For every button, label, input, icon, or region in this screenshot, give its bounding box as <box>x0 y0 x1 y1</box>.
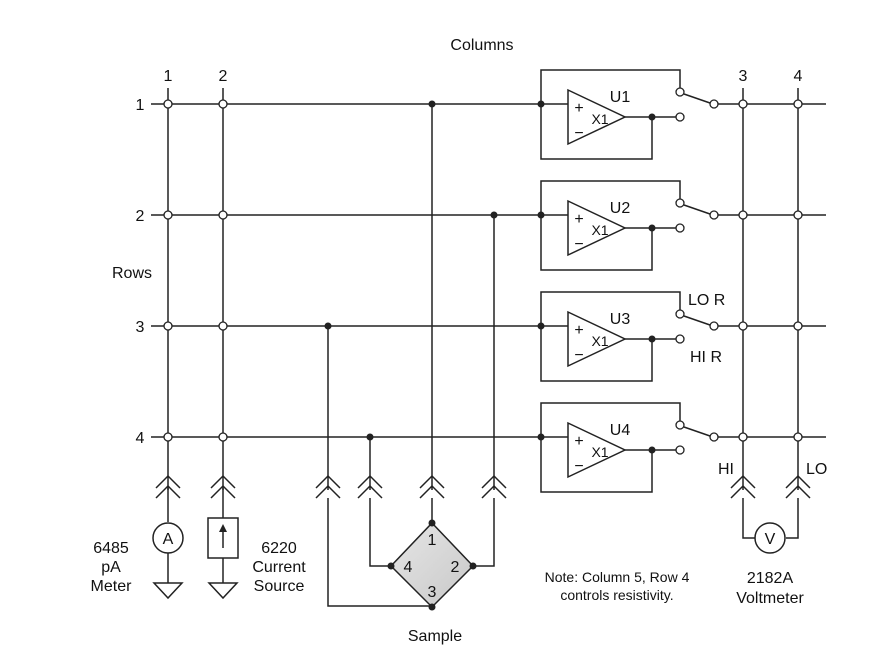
switch-row-3 <box>675 309 719 344</box>
switch-row-4 <box>675 420 719 455</box>
rows-title: Rows <box>112 265 152 282</box>
sample-wires <box>327 104 495 490</box>
current-source-name: Source <box>254 578 305 595</box>
buffer-u4 <box>537 402 681 493</box>
current-source-branch <box>207 488 239 600</box>
sample-label: Sample <box>408 628 462 645</box>
ammeter-symbol: A <box>163 531 174 548</box>
buffer-u3 <box>537 291 681 382</box>
plus-sign-u4: + <box>574 433 583 450</box>
buffer-name-u4: U4 <box>610 422 631 439</box>
buffer-name-u2: U2 <box>610 200 631 217</box>
lo-r-label: LO R <box>688 292 725 309</box>
column-label-4: 4 <box>794 68 803 85</box>
switch-row-1 <box>675 87 719 122</box>
buffer-gain-u3: X1 <box>591 333 608 349</box>
pa-meter-model: 6485 <box>93 540 129 557</box>
buffer-name-u1: U1 <box>610 89 631 106</box>
minus-sign-u4: − <box>574 458 583 475</box>
voltmeter-model: 2182A <box>747 570 794 587</box>
pa-meter-name: Meter <box>91 578 133 595</box>
current-source-type: Current <box>252 559 306 576</box>
row-label-3: 3 <box>136 319 145 336</box>
buffer-gain-u2: X1 <box>591 222 608 238</box>
switch-row-2 <box>675 198 719 233</box>
minus-sign-u2: − <box>574 236 583 253</box>
sample-node-4: 4 <box>404 559 413 576</box>
voltmeter-branch <box>742 498 799 554</box>
column-label-1: 1 <box>164 68 173 85</box>
buffer-u1 <box>537 69 681 160</box>
voltmeter-symbol: V <box>765 531 776 548</box>
row-label-4: 4 <box>136 430 145 447</box>
hi-label: HI <box>718 461 734 478</box>
buffer-gain-u1: X1 <box>591 111 608 127</box>
voltmeter-name: Voltmeter <box>736 590 804 607</box>
sample-node-2: 2 <box>451 559 460 576</box>
columns-title: Columns <box>450 37 513 54</box>
buffer-name-u3: U3 <box>610 311 631 328</box>
sample-node-1: 1 <box>428 532 437 549</box>
current-source-model: 6220 <box>261 540 297 557</box>
minus-sign-u1: − <box>574 125 583 142</box>
column-lines-left <box>167 88 224 490</box>
pa-meter-branch <box>152 488 184 600</box>
note-line-2: controls resistivity. <box>560 587 673 603</box>
plus-sign-u2: + <box>574 211 583 228</box>
pa-meter-type: pA <box>101 559 121 576</box>
minus-sign-u3: − <box>574 347 583 364</box>
crosspoint-circles <box>163 99 803 442</box>
row-label-1: 1 <box>136 97 145 114</box>
sample-node-3: 3 <box>428 584 437 601</box>
row-label-2: 2 <box>136 208 145 225</box>
sample-branch-wiring <box>327 498 495 607</box>
lo-label: LO <box>806 461 827 478</box>
voltmeter-icon <box>754 522 786 554</box>
connector-chevrons <box>155 474 811 499</box>
column-label-3: 3 <box>739 68 748 85</box>
plus-sign-u3: + <box>574 322 583 339</box>
buffer-gain-u4: X1 <box>591 444 608 460</box>
column-lines-right <box>742 88 799 490</box>
column-label-2: 2 <box>219 68 228 85</box>
hi-r-label: HI R <box>690 349 722 366</box>
note-line-1: Note: Column 5, Row 4 <box>545 569 690 585</box>
plus-sign-u1: + <box>574 100 583 117</box>
junction-dots <box>324 100 498 441</box>
sample-contact-dots <box>387 519 477 611</box>
row-bus-lines <box>151 103 826 438</box>
buffer-u2 <box>537 180 681 271</box>
